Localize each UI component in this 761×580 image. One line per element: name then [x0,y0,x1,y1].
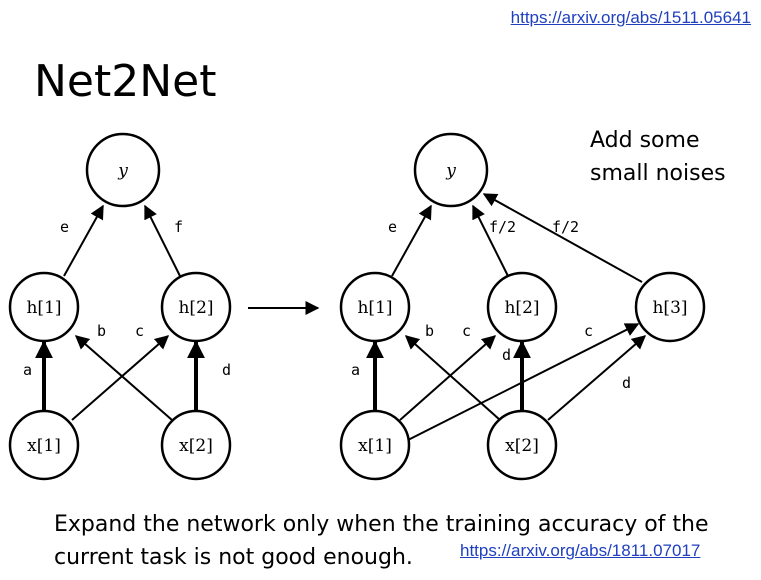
right-edge-label-c2: c [584,322,593,340]
right-node-x2: x[2] [486,409,558,481]
right-edge-label-d2: d [622,374,631,392]
right-node-h2-label: h[2] [504,298,539,318]
left-node-h2-label: h[2] [178,298,213,318]
right-edge-label-c: c [462,322,471,340]
right-edge-label-d: d [502,346,511,364]
right-edge-label-f2a: f/2 [489,218,516,236]
right-edge-x1-h3 [407,323,640,441]
right-node-y: y [413,132,489,208]
right-edge-label-a: a [351,361,360,379]
left-edge-label-c: c [135,322,144,340]
left-node-x1-label: x[1] [27,436,61,456]
annotation-note: Add some small noises [590,124,726,190]
top-paper-link[interactable]: https://arxiv.org/abs/1511.05641 [510,8,751,27]
right-edge-label-f2b: f/2 [552,218,579,236]
left-edge-label-a: a [23,361,32,379]
right-edge-label-e: e [388,218,397,236]
bottom-paper-link[interactable]: https://arxiv.org/abs/1811.07017 [460,541,701,560]
right-edge-x2-h1 [404,335,501,421]
left-edge-x1-h2 [71,335,170,421]
right-node-x1: x[1] [339,409,411,481]
left-edge-x2-h1 [74,335,173,421]
left-node-x1: x[1] [8,409,80,481]
right-node-y-label: y [445,161,456,181]
left-node-h1: h[1] [8,271,80,343]
right-edge-h1-y [391,204,432,277]
slide-title: Net2Net [34,56,217,107]
caption-line-1: Expand the network only when the trainin… [54,512,709,537]
right-node-h2: h[2] [486,271,558,343]
net2net-diagram: y h[1] h[2] x[1] x[2] e f a b c d y h[1] [8,132,706,481]
right-edge-x1-h2 [399,335,497,421]
left-node-y-label: y [117,161,128,181]
left-edge-label-b: b [97,322,106,340]
left-node-y: y [85,132,161,208]
right-node-h3: h[3] [634,271,706,343]
caption-line-2: current task is not good enough. [54,545,413,570]
right-node-h3-label: h[3] [652,298,687,318]
right-node-h1: h[1] [339,271,411,343]
left-node-h2: h[2] [160,271,232,343]
right-node-x2-label: x[2] [505,436,539,456]
note-line-2: small noises [590,161,726,186]
left-edge-h2-y [144,204,181,277]
left-node-h1-label: h[1] [26,298,61,318]
right-node-x1-label: x[1] [358,436,392,456]
slide-caption: Expand the network only when the trainin… [54,508,709,574]
right-edge-h3-y [482,193,643,283]
note-line-1: Add some [590,128,700,153]
right-edge-h2-y [472,204,509,277]
left-edge-label-e: e [60,218,69,236]
right-edge-label-b: b [425,322,434,340]
left-edge-h1-y [63,204,104,277]
right-node-h1-label: h[1] [357,298,392,318]
right-edge-x2-h3 [547,335,647,421]
left-edge-label-d: d [222,361,231,379]
left-node-x2: x[2] [160,409,232,481]
left-edge-label-f: f [174,218,183,236]
left-node-x2-label: x[2] [179,436,213,456]
